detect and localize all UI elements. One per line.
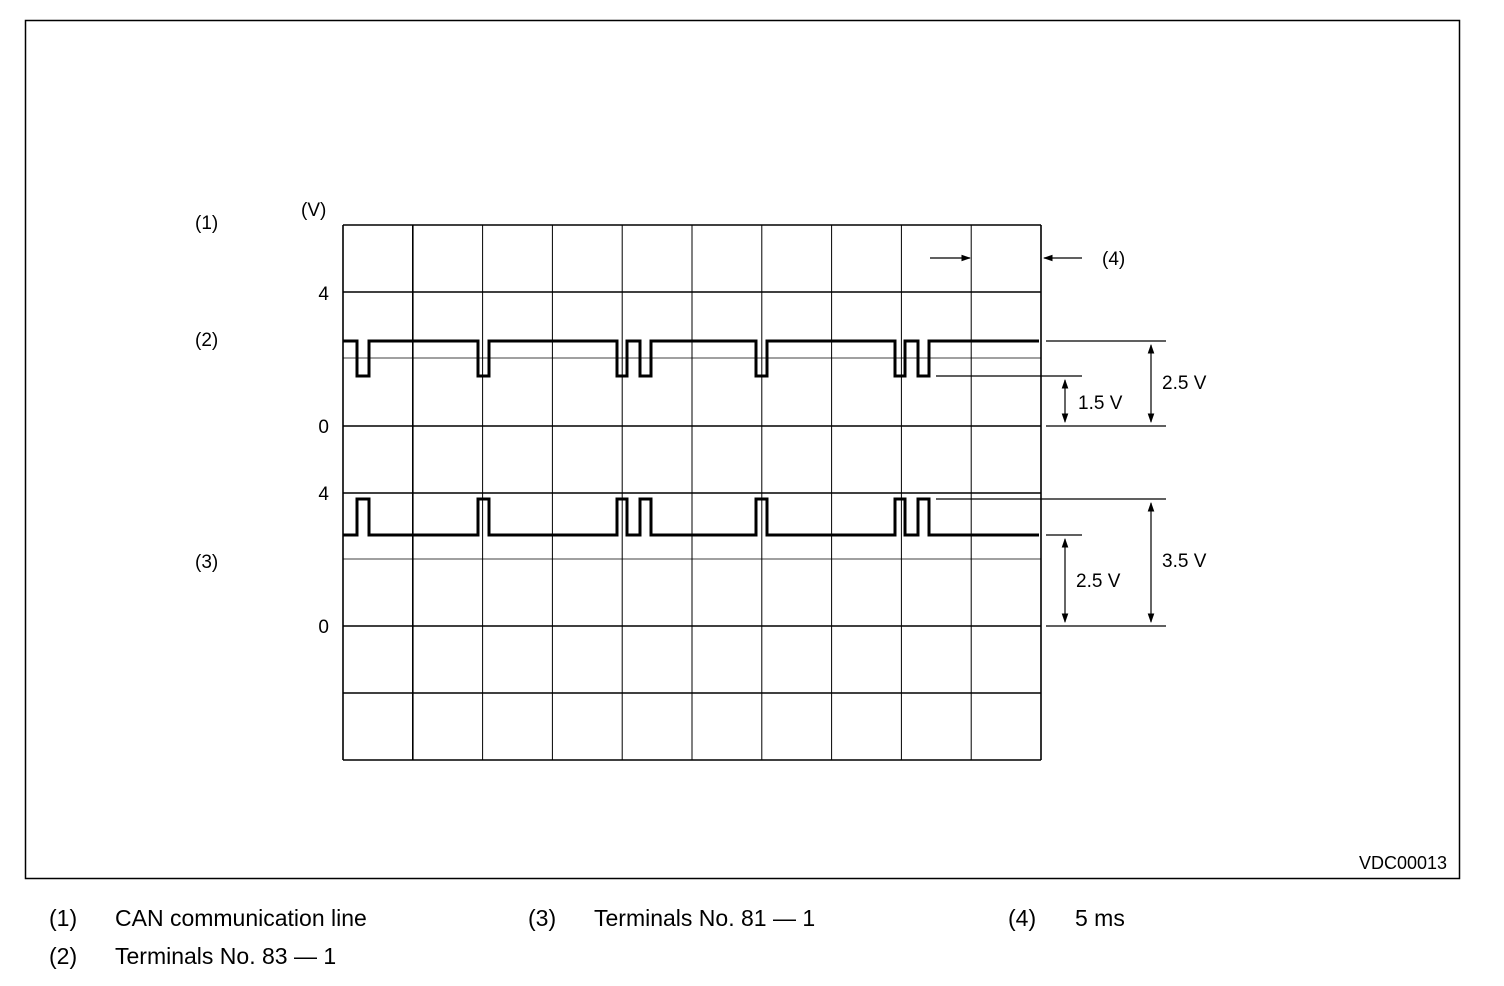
lower-dimensions — [936, 498, 1166, 627]
upper-dimensions — [936, 340, 1166, 427]
figure-code: VDC00013 — [1359, 853, 1447, 873]
tick-label: 4 — [318, 284, 329, 305]
legend-text: CAN communication line — [115, 905, 367, 931]
label-2: (2) — [195, 330, 218, 351]
tick-label: 0 — [318, 617, 329, 638]
tick-label: 4 — [318, 484, 329, 505]
dim-2-5v-lower: 2.5 V — [1076, 571, 1121, 592]
legend-text: 5 ms — [1075, 905, 1125, 931]
label-1: (1) — [195, 213, 218, 234]
can-l-waveform — [343, 497, 1039, 537]
figure-frame — [24, 19, 1461, 880]
label-4: (4) — [1102, 249, 1125, 270]
legend-num: (4) — [1008, 905, 1036, 931]
label-3: (3) — [195, 552, 218, 573]
dim-2-5v-upper: 2.5 V — [1162, 373, 1207, 394]
dim-1-5v: 1.5 V — [1078, 393, 1123, 414]
can-h-waveform — [343, 339, 1039, 378]
legend-num: (3) — [528, 905, 556, 931]
legend-num: (1) — [49, 905, 77, 931]
dim-3-5v: 3.5 V — [1162, 551, 1207, 572]
scope-grid — [342, 224, 1042, 761]
tick-label: 0 — [318, 417, 329, 438]
legend-text: Terminals No. 83 — 1 — [115, 943, 336, 969]
legend-text: Terminals No. 81 — 1 — [594, 905, 815, 931]
legend: (1) CAN communication line (2) Terminals… — [49, 905, 1125, 969]
unit-label: (V) — [301, 200, 326, 221]
legend-num: (2) — [49, 943, 77, 969]
